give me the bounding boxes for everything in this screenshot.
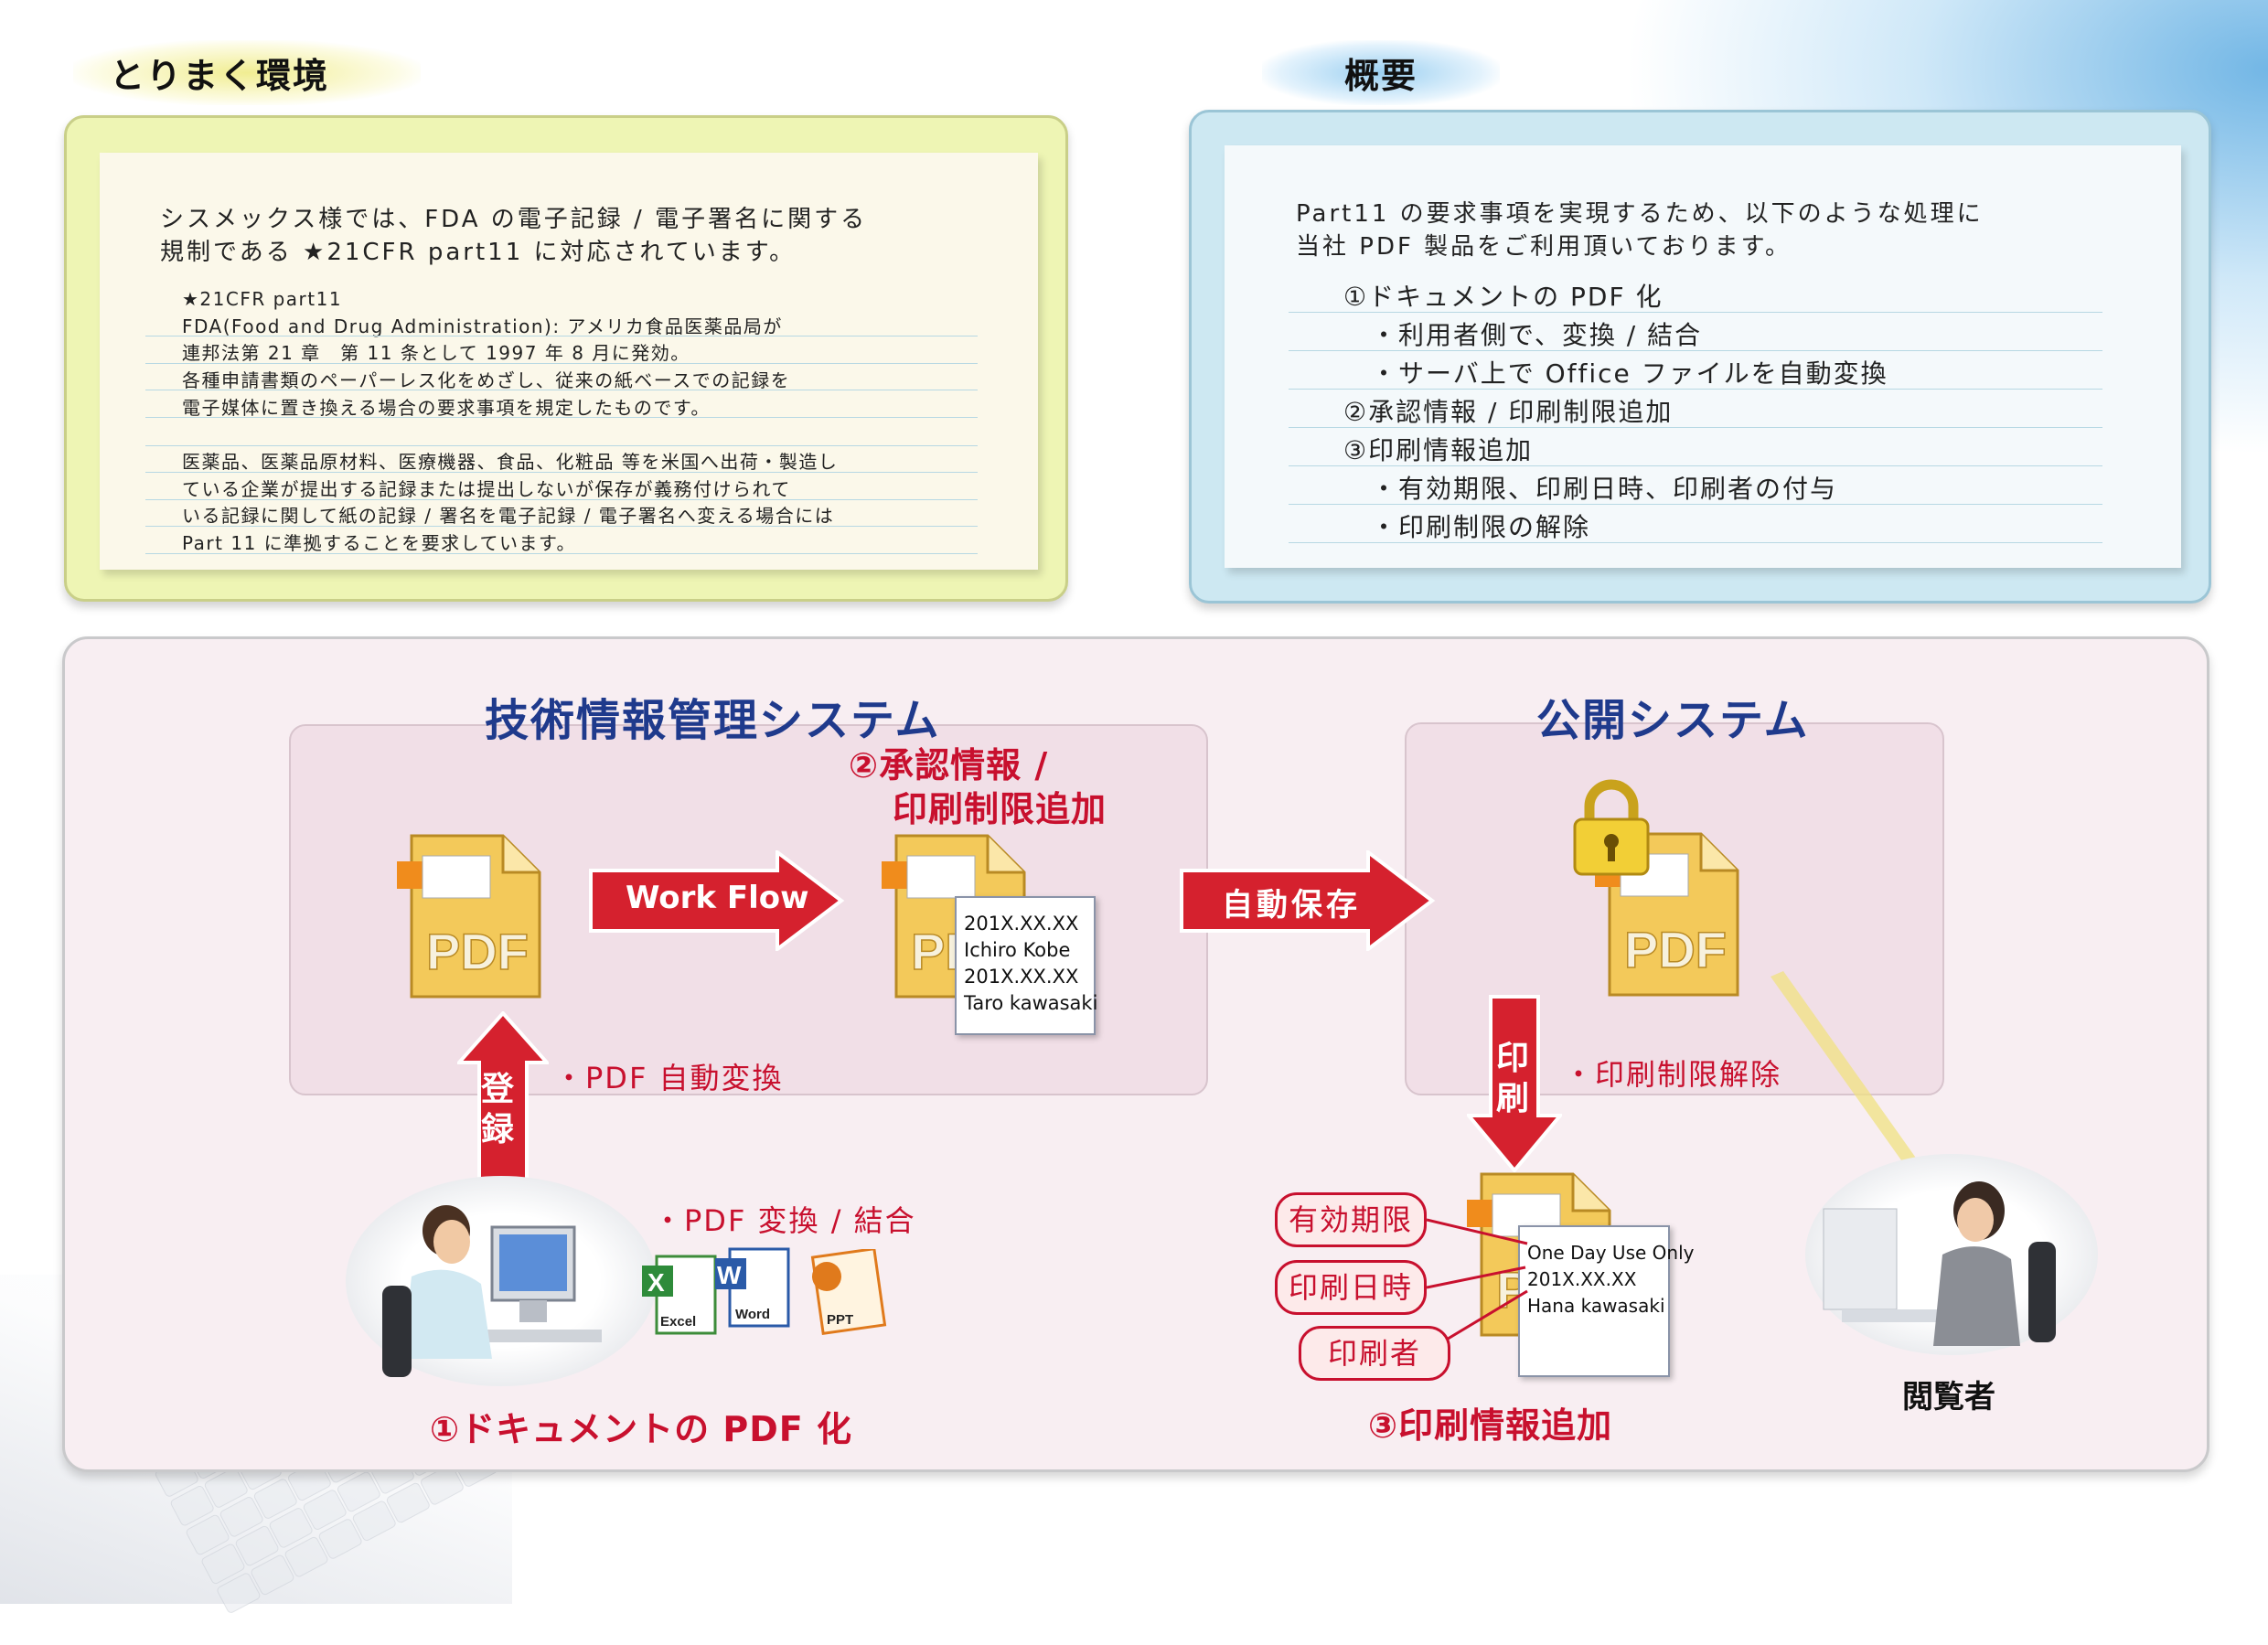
rule-line [145,499,978,500]
approval-card-line: Ichiro Kobe [964,939,1071,961]
print-card-line: One Day Use Only [1527,1242,1695,1264]
print-date-pill: 印刷日時 [1275,1260,1427,1315]
viewer-label: 閲覧者 [1902,1379,1995,1415]
overview-item: ①ドキュメントの PDF 化 [1343,282,1664,312]
step3-label: ③印刷情報追加 [1368,1405,1613,1446]
rule-line [145,363,978,364]
overview-item: ・有効期限、印刷日時、印刷者の付与 [1371,474,1838,504]
def-line: FDA(Food and Drug Administration): アメリカ食… [182,315,783,337]
overview-title: 概要 [1262,40,1500,105]
printer-pill: 印刷者 [1299,1326,1450,1381]
environment-title: とりまく環境 [73,40,421,105]
excel-label: Excel [660,1314,696,1330]
env-lead-line: シスメックス様では、FDA の電子記録 / 電子署名に関する [160,206,868,233]
rule-line [1289,542,2102,543]
viewer-illustration [1805,1154,2098,1355]
print-arrow-label: 印 [1496,1040,1530,1077]
public-system-title: 公開システム [1536,695,1810,746]
scope-line: 医薬品、医薬品原材料、医療機器、食品、化粧品 等を米国へ出荷・製造し [182,451,839,473]
rule-line [1289,504,2102,505]
rule-line [145,526,978,527]
pdf-text: PDF [426,923,529,980]
print-release-label: ・印刷制限解除 [1564,1057,1782,1092]
excel-icon: X Excel [642,1255,717,1335]
def-line: 連邦法第 21 章 第 11 条として 1997 年 8 月に発効。 [182,342,690,364]
creator-illustration [346,1176,657,1386]
rule-line [145,417,978,418]
word-icon: W Word [715,1247,790,1328]
print-arrow-label: 刷 [1496,1080,1530,1117]
scope-line: Part 11 に準拠することを要求しています。 [182,532,577,554]
overview-card: Part11 の要求事項を実現するため、以下のような処理に 当社 PDF 製品を… [1225,145,2181,568]
overview-item: ・印刷制限の解除 [1371,512,1591,542]
approval-card-line: 201X.XX.XX [964,966,1079,988]
pdf-auto-convert-label: ・PDF 自動変換 [554,1061,784,1095]
print-info-card: One Day Use Only 201X.XX.XX Hana kawasak… [1518,1225,1695,1377]
rule-line [1289,350,2102,351]
approval-label: ②承認情報 / [849,745,1049,785]
viewer-person-icon [1823,1181,2056,1346]
overview-lead-line: 当社 PDF 製品をご利用頂いております。 [1296,233,1792,261]
scope-line: ている企業が提出する記録または提出しないが保存が義務付けられて [182,478,791,500]
autosave-arrow [1180,850,1436,951]
overview-item: ・サーバ上で Office ファイルを自動変換 [1371,358,1888,389]
expiry-pill: 有効期限 [1275,1192,1427,1247]
env-lead-line: 規制である ★21CFR part11 に対応されています。 [160,239,797,266]
overview-panel: Part11 の要求事項を実現するため、以下のような処理に 当社 PDF 製品を… [1189,110,2211,604]
def-line: ★21CFR part11 [182,288,343,310]
rule-line [1289,465,2102,466]
overview-item: ・利用者側で、変換 / 結合 [1371,320,1703,350]
overview-item: ③印刷情報追加 [1343,435,1534,465]
workflow-arrow [589,850,845,951]
rule-line [145,445,978,446]
print-arrow [1467,995,1562,1172]
view-beam [1771,971,1944,1205]
approval-label: 印刷制限追加 [893,789,1107,829]
register-arrow-label: 登 [481,1071,515,1108]
tech-system-title: 技術情報管理システム [485,695,941,746]
overview-item: ②承認情報 / 印刷制限追加 [1343,397,1674,427]
pdf-convert-merge-label: ・PDF 変換 / 結合 [653,1203,916,1238]
ppt-icon: PPT [810,1249,887,1336]
print-card-line: 201X.XX.XX [1527,1268,1637,1290]
def-line: 電子媒体に置き換える場合の要求事項を規定したものです。 [182,397,711,419]
creator-person-icon [382,1205,602,1377]
environment-panel: シスメックス様では、FDA の電子記録 / 電子署名に関する 規制である ★21… [64,115,1068,602]
word-label: Word [735,1307,770,1322]
rule-line [1289,389,2102,390]
environment-card: シスメックス様では、FDA の電子記録 / 電子署名に関する 規制である ★21… [100,153,1038,570]
step1-label: ①ドキュメントの PDF 化 [430,1409,852,1449]
print-card-line: Hana kawasaki [1527,1295,1665,1317]
approval-card-line: Taro kawasaki [964,992,1098,1014]
svg-text:X: X [647,1268,665,1297]
rule-line [145,472,978,473]
pdf-file-icon: PDF [397,834,541,999]
autosave-arrow-label: 自動保存 [1222,887,1361,924]
pdf-text: PDF [1624,921,1727,978]
approval-info-card: 201X.XX.XX Ichiro Kobe 201X.XX.XX Taro k… [955,896,1098,1035]
rule-line [1289,427,2102,428]
lock-icon [1573,779,1650,876]
def-line: 各種申請書類のペーパーレス化をめざし、従来の紙ベースでの記録を [182,369,791,391]
scope-line: いる記録に関して紙の記録 / 署名を電子記録 / 電子署名へ変える場合には [182,505,835,527]
rule-line [1289,312,2102,313]
ppt-label: PPT [827,1312,853,1328]
overview-lead-line: Part11 の要求事項を実現するため、以下のような処理に [1296,200,1984,228]
svg-text:W: W [717,1261,742,1289]
workflow-arrow-label: Work Flow [626,880,809,916]
register-arrow-label: 録 [481,1111,515,1148]
rule-line [145,553,978,554]
approval-card-line: 201X.XX.XX [964,913,1079,935]
